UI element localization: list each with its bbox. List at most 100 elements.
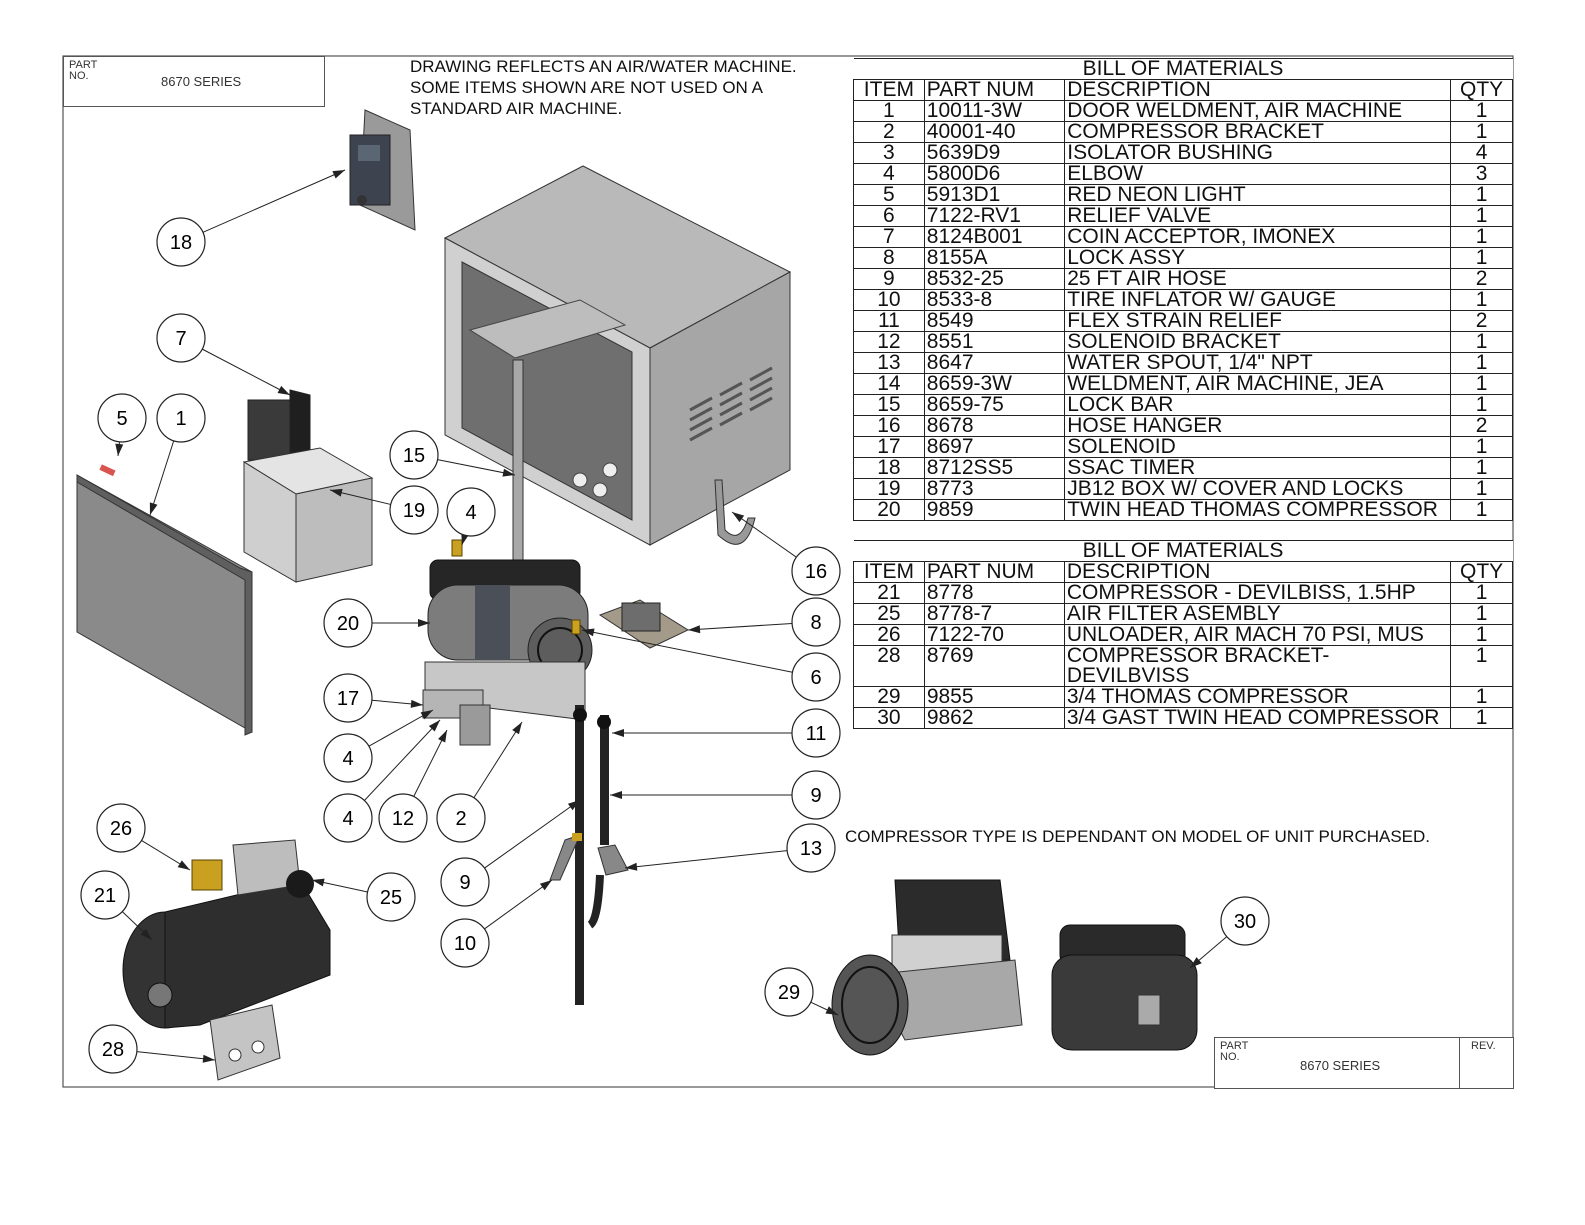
balloon-circle	[96, 803, 146, 853]
leader-arrowhead	[115, 443, 124, 456]
leader-arrowhead	[1190, 957, 1202, 968]
balloon-label: 8	[810, 612, 821, 634]
callout-balloon: 6	[581, 628, 841, 702]
bom-cell-part: 8697	[923, 436, 1066, 458]
leader-line	[731, 511, 797, 558]
jb12-box-part	[242, 447, 374, 583]
leader-arrowhead	[567, 800, 580, 811]
bom-cell-qty: 1	[1450, 247, 1513, 269]
callout-balloon: 17	[323, 673, 424, 723]
balloon-label: 30	[1234, 911, 1256, 933]
callout-balloon: 2	[436, 721, 523, 843]
bom-cell-desc: SSAC TIMER	[1064, 457, 1452, 479]
callout-balloon: 28	[88, 1024, 216, 1074]
balloon-label: 21	[94, 885, 116, 907]
bom-cell-item: 8	[853, 247, 925, 269]
callout-balloon: 7	[156, 313, 291, 396]
balloon-circle	[436, 793, 486, 843]
balloon-label: 11	[806, 723, 827, 745]
balloon-label: 29	[778, 982, 800, 1004]
drawing-border	[62, 55, 1514, 1088]
balloon-circle	[80, 870, 130, 920]
bom-cell-item: 28	[853, 645, 925, 687]
balloon-circle	[323, 598, 373, 648]
balloon-circle	[440, 918, 490, 968]
bom-cell-item: 15	[853, 394, 925, 416]
callout-balloon: 4	[446, 487, 496, 546]
drawing-note: DRAWING REFLECTS AN AIR/WATER MACHINE. S…	[410, 57, 797, 118]
bom-cell-item: 12	[853, 331, 925, 353]
leader-line	[581, 629, 793, 673]
title-block-top: PART NO. 8670 SERIES	[63, 56, 325, 107]
balloon-circle	[323, 673, 373, 723]
leader-line	[473, 721, 523, 799]
balloon-label: 6	[810, 667, 821, 689]
bom-cell-part: 8124B001	[923, 226, 1066, 248]
bom-cell-desc: LOCK ASSY	[1064, 247, 1452, 269]
balloon-label: 19	[403, 500, 425, 522]
bom-cell-qty: 1	[1450, 436, 1513, 458]
leader-arrowhead	[140, 928, 152, 940]
red-neon-light-part	[99, 464, 116, 477]
col-header-qty: QTY	[1450, 79, 1513, 101]
bom-cell-qty: 1	[1450, 707, 1513, 729]
leader-line	[484, 879, 553, 930]
leader-arrowhead	[612, 729, 624, 737]
balloon-circle	[791, 597, 841, 647]
bom-cell-qty: 1	[1450, 624, 1513, 646]
ssac-timer-part	[349, 109, 416, 231]
balloon-label: 10	[454, 933, 476, 955]
callout-balloon: 13	[624, 823, 836, 873]
callout-balloon: 15	[389, 430, 516, 480]
balloon-circle	[156, 393, 206, 443]
part-no-label: PART NO.	[1220, 1040, 1249, 1063]
callout-balloon: 21	[80, 870, 153, 941]
water-spout-part	[587, 844, 629, 929]
balloon-label: 18	[170, 232, 192, 254]
leader-line	[484, 799, 581, 869]
balloon-circle	[323, 733, 373, 783]
balloon-circle	[791, 652, 841, 702]
leader-arrowhead	[418, 619, 430, 627]
leader-line	[364, 719, 441, 801]
leader-arrowhead	[582, 628, 595, 637]
bom-cell-item: 2	[853, 121, 925, 143]
bom-cell-qty: 1	[1450, 686, 1513, 708]
balloon-label: 12	[392, 808, 414, 830]
rev-label: REV.	[1471, 1040, 1496, 1052]
bom-cell-desc: FLEX STRAIN RELIEF	[1064, 310, 1452, 332]
balloon-label: 4	[342, 748, 353, 770]
leader-arrowhead	[277, 385, 290, 395]
bom-cell-item: 29	[853, 686, 925, 708]
leader-arrowhead	[420, 710, 433, 720]
balloon-label: 5	[116, 408, 127, 430]
bom-cell-qty: 2	[1450, 415, 1513, 437]
leader-arrowhead	[625, 862, 638, 871]
bom-cell-desc: TWIN HEAD THOMAS COMPRESSOR	[1064, 499, 1452, 521]
bom-cell-part: 8659-3W	[923, 373, 1066, 395]
balloon-label: 9	[810, 785, 821, 807]
bom-cell-item: 18	[853, 457, 925, 479]
bom-cell-qty: 2	[1450, 310, 1513, 332]
bom-cell-qty: 3	[1450, 163, 1513, 185]
bom-cell-qty: 1	[1450, 226, 1513, 248]
balloon-circle	[1220, 896, 1270, 946]
balloon-circle	[440, 857, 490, 907]
bom-cell-desc: JB12 BOX W/ COVER AND LOCKS	[1064, 478, 1452, 500]
bom-cell-part: 8778	[923, 582, 1065, 604]
bom-cell-part: 8773	[923, 478, 1066, 500]
balloon-label: 28	[102, 1039, 124, 1061]
leader-line	[687, 622, 793, 631]
